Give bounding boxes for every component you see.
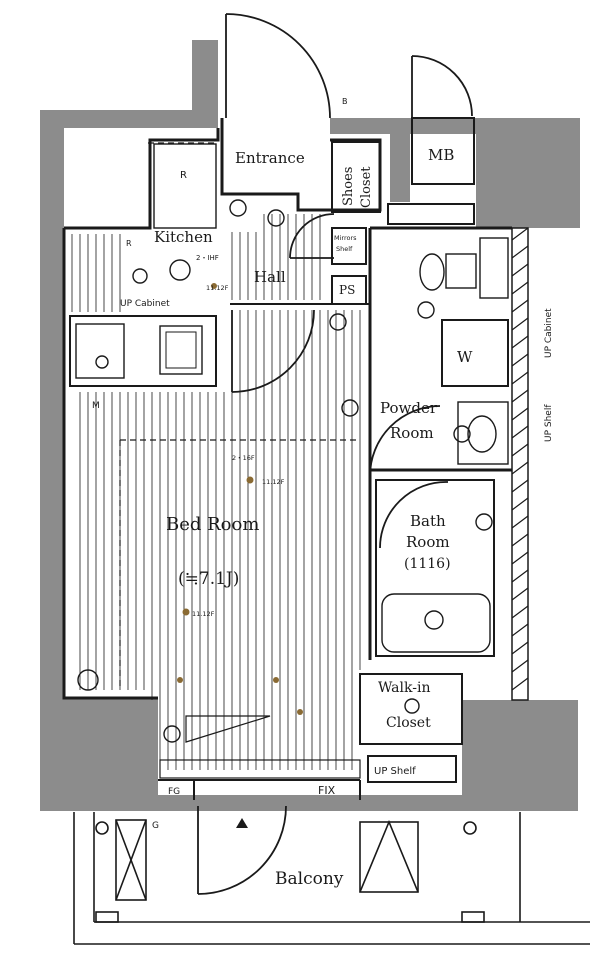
up-shelf-bottom-label: UP Shelf bbox=[374, 766, 416, 777]
fixtures bbox=[75, 143, 509, 779]
svg-text:Bath: Bath bbox=[410, 512, 446, 530]
doors bbox=[197, 13, 473, 895]
party-wall bbox=[511, 227, 529, 701]
bath-room-label: Bath Room (1116) bbox=[404, 512, 451, 572]
svg-text:Powder: Powder bbox=[380, 399, 438, 417]
hall-flooring bbox=[231, 214, 321, 300]
svg-text:B: B bbox=[342, 97, 348, 106]
svg-text:Closet: Closet bbox=[386, 715, 431, 731]
outlet-dots bbox=[177, 283, 303, 715]
interior-walls bbox=[62, 117, 512, 800]
svg-text:11.12F: 11.12F bbox=[262, 478, 285, 486]
svg-text:G: G bbox=[152, 821, 159, 831]
fix-label: FIX bbox=[318, 784, 336, 797]
bedroom-flooring bbox=[79, 310, 361, 770]
walk-in-closet-label: Walk-in Closet bbox=[378, 680, 431, 731]
bed-room-size: (≒7.1J) bbox=[178, 569, 239, 589]
svg-text:R: R bbox=[126, 239, 132, 248]
room-labels: Entrance Shoes Closet MB Kitchen Hall PS… bbox=[154, 146, 473, 889]
hall-label: Hall bbox=[254, 268, 286, 286]
mb-label: MB bbox=[428, 146, 454, 164]
svg-text:Closet: Closet bbox=[359, 166, 374, 208]
fg-label: FG bbox=[168, 787, 180, 797]
entry-arrow-icon bbox=[236, 818, 248, 828]
side-labels: UP Cabinet UP Cabinet UP Shelf bbox=[120, 299, 554, 442]
exterior-walls bbox=[40, 40, 580, 811]
kitchen-label: Kitchen bbox=[154, 228, 213, 246]
mirrors-shelf-label: Mirrors Shelf bbox=[334, 234, 357, 253]
w-label: W bbox=[457, 348, 473, 366]
up-cabinet-right-label: UP Cabinet bbox=[544, 308, 554, 358]
svg-text:Room: Room bbox=[406, 533, 450, 551]
svg-text:2・IHF: 2・IHF bbox=[196, 254, 219, 262]
svg-text:Shelf: Shelf bbox=[336, 245, 353, 253]
entrance-label: Entrance bbox=[235, 149, 305, 167]
powder-room-label: Powder Room bbox=[380, 399, 438, 442]
svg-text:Mirrors: Mirrors bbox=[334, 234, 357, 242]
ceiling-lines bbox=[119, 142, 360, 690]
balcony-label: Balcony bbox=[275, 869, 344, 889]
up-cabinet-left-label: UP Cabinet bbox=[120, 299, 170, 309]
svg-text:2・16F: 2・16F bbox=[232, 454, 255, 462]
svg-text:Walk-in: Walk-in bbox=[378, 680, 430, 696]
balcony-outline bbox=[73, 812, 590, 945]
shoes-closet-label: Shoes Closet bbox=[341, 166, 374, 208]
svg-text:11.12F: 11.12F bbox=[192, 610, 215, 618]
svg-text:R: R bbox=[180, 170, 187, 181]
kitchen-flooring bbox=[71, 234, 121, 312]
ps-label: PS bbox=[339, 283, 355, 297]
small-marks: R R M 2・IHF 11.12F 2・16F 11.12F 11.12F G… bbox=[92, 97, 348, 831]
svg-text:11.12F: 11.12F bbox=[206, 284, 229, 292]
svg-text:Room: Room bbox=[390, 424, 434, 442]
svg-text:(1116): (1116) bbox=[404, 556, 451, 572]
svg-text:M: M bbox=[92, 401, 100, 411]
bed-room-label: Bed Room bbox=[166, 514, 259, 535]
svg-text:Shoes: Shoes bbox=[341, 167, 356, 206]
up-shelf-right-label: UP Shelf bbox=[544, 404, 554, 442]
